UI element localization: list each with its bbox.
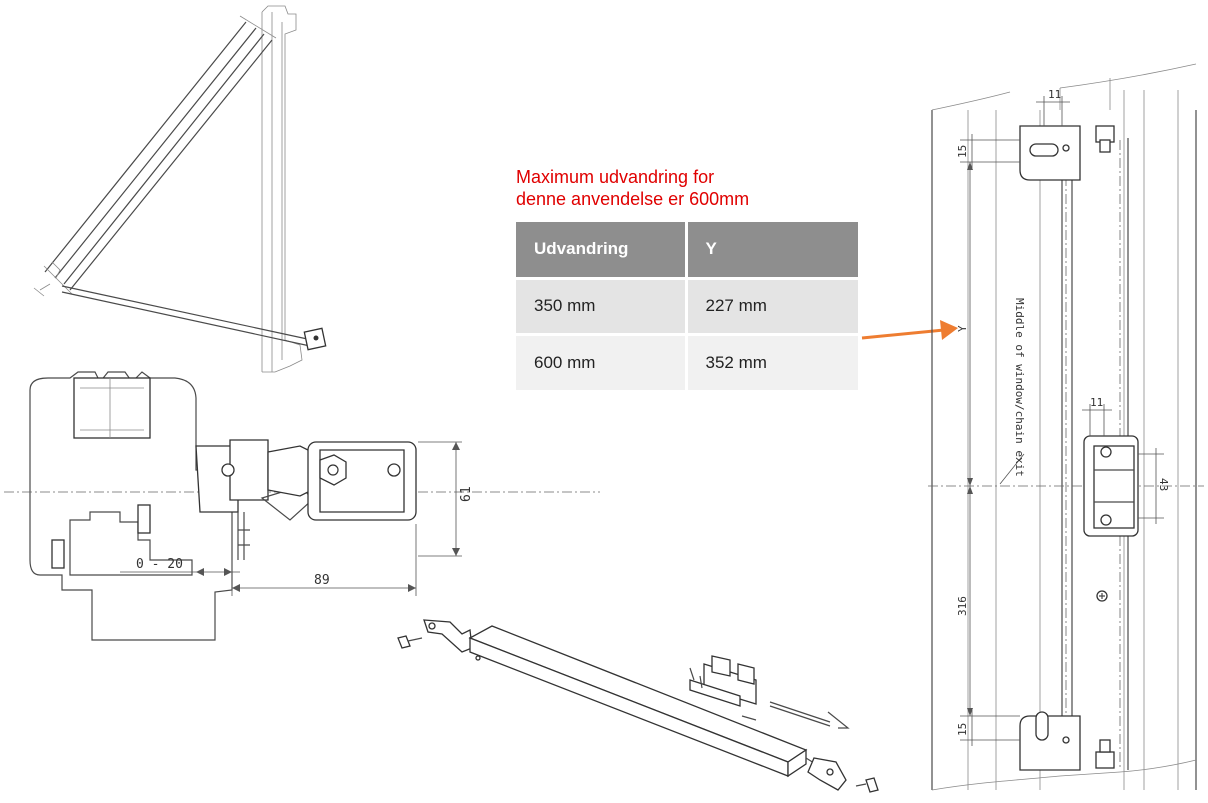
side-section-drawing: 61 89 0 - 20 <box>4 371 600 641</box>
dim-61: 61 <box>459 486 474 502</box>
header-udvandring: Udvandring <box>516 222 688 278</box>
dim-y: Y <box>956 325 969 332</box>
arrow-right-icon <box>861 320 958 340</box>
travel-table: Udvandring Y 350 mm 227 mm 600 mm 352 mm <box>516 222 858 390</box>
table-row: 600 mm 352 mm <box>516 332 858 390</box>
dim-316: 316 <box>956 596 969 616</box>
exploded-actuator-drawing <box>397 619 879 793</box>
note-line-2: denne anvendelse er 600mm <box>516 189 750 209</box>
cell-y: 352 mm <box>686 332 858 390</box>
cell-udvandring: 600 mm <box>516 332 688 390</box>
table-header-row: Udvandring Y <box>516 222 858 278</box>
cell-udvandring: 350 mm <box>516 276 688 334</box>
note-line-1: Maximum udvandring for <box>516 167 715 187</box>
cell-y: 227 mm <box>686 276 858 334</box>
center-label: Middle of window/chain exit <box>1013 298 1026 477</box>
front-view-drawing: 11 15 Y Middle of window/chain exit 11 4… <box>928 63 1204 791</box>
max-travel-note: Maximum udvandring for denne anvendelse … <box>516 166 846 210</box>
header-y: Y <box>686 222 858 278</box>
dim-top-11: 11 <box>1048 88 1061 101</box>
dim-0-20: 0 - 20 <box>136 557 183 572</box>
dim-89: 89 <box>314 573 330 588</box>
dim-bottom-15: 15 <box>956 723 969 736</box>
window-open-illustration <box>33 5 327 373</box>
dim-mid-11: 11 <box>1090 396 1103 409</box>
dim-43: 43 <box>1157 478 1170 491</box>
dim-top-15: 15 <box>956 145 969 158</box>
table-row: 350 mm 227 mm <box>516 276 858 334</box>
